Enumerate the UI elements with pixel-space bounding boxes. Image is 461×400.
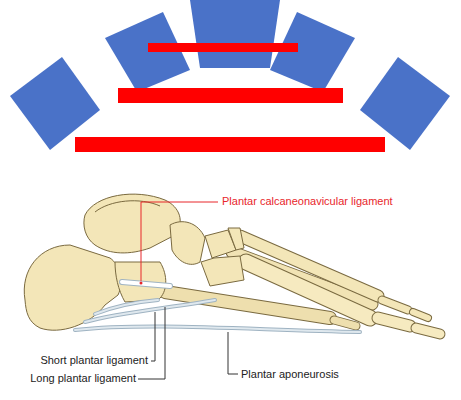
part-label: Plantar calcaneonavicular ligament (222, 195, 393, 208)
arch-block (360, 57, 450, 150)
foot-bones (24, 194, 440, 334)
tie-bars (75, 43, 385, 152)
arch-block (190, 0, 280, 68)
tie-bar (75, 137, 385, 152)
cuneiform (201, 256, 244, 286)
part-label: Long plantar ligament (30, 372, 136, 385)
tie-bar (148, 43, 298, 52)
navicular (170, 222, 205, 265)
part-label: Plantar aponeurosis (241, 368, 339, 381)
tie-bar (118, 88, 343, 103)
arch-blocks (10, 0, 450, 150)
ligaments (75, 282, 360, 332)
part-label: Short plantar ligament (40, 354, 148, 367)
arch-block (10, 57, 100, 150)
leader-lines (138, 202, 238, 379)
cuneiform (228, 228, 244, 250)
talus (84, 194, 180, 253)
